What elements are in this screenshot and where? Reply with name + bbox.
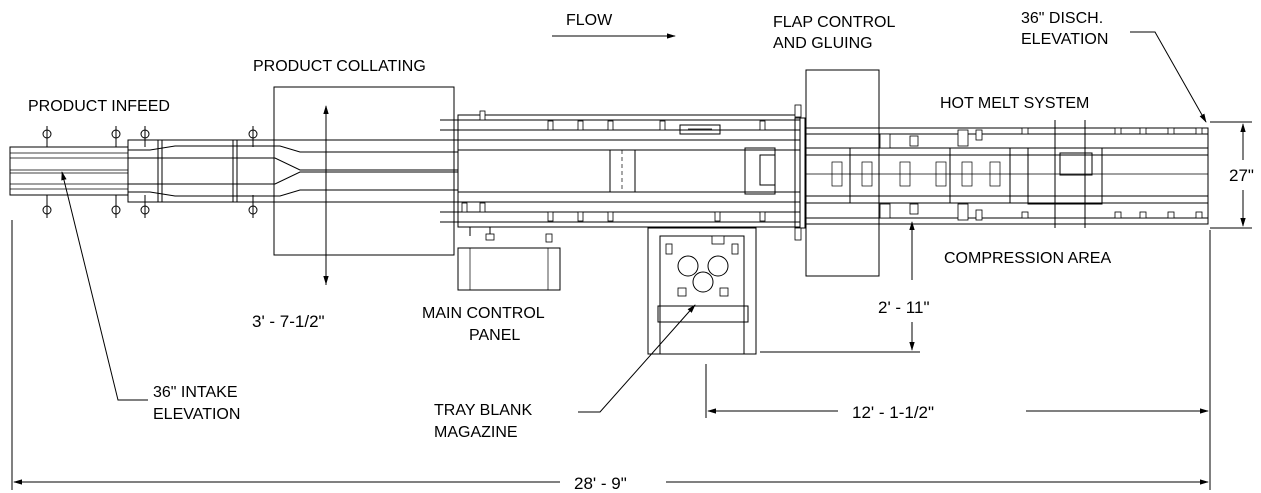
overall-length-dimension: 28' - 9" [574, 474, 627, 493]
product-infeed-label: PRODUCT INFEED [28, 98, 170, 115]
infeed-guide-posts [42, 126, 258, 218]
tray-blank-magazine-label: TRAY BLANK [434, 402, 532, 419]
discharge-leader-line [1130, 31, 1207, 123]
intake-elevation-label-2: ELEVATION [153, 406, 240, 423]
collating-width-dimension: 3' - 7-1/2" [252, 312, 325, 331]
compression-area-label: COMPRESSION AREA [944, 250, 1111, 267]
main-control-panel-label: MAIN CONTROL [422, 305, 545, 322]
frame-brackets [461, 110, 766, 243]
discharge-length-dimension: 12' - 1-1/2" [852, 403, 934, 422]
intake-leader-line [61, 171, 148, 401]
compression-section [805, 120, 1209, 228]
main-control-panel [457, 247, 561, 291]
flap-control-gluing-unit [794, 69, 880, 277]
intake-elevation-label: 36" INTAKE [153, 384, 238, 401]
hot-melt-label: HOT MELT SYSTEM [940, 95, 1089, 112]
width-27-dimension: 27" [1229, 166, 1254, 185]
main-conveyor-frame [440, 114, 801, 228]
product-collating-label: PRODUCT COLLATING [253, 58, 426, 75]
magazine-leader-line [578, 304, 696, 413]
infeed-conveyor [9, 146, 129, 196]
tray-blank-magazine-label-2: MAGAZINE [434, 424, 518, 441]
magazine-offset-dimension: 2' - 11" [878, 298, 930, 317]
collating-section [127, 86, 459, 256]
discharge-elevation-label: 36" DISCH. [1021, 10, 1103, 27]
discharge-elevation-label-2: ELEVATION [1021, 31, 1108, 48]
main-control-panel-label-2: PANEL [469, 327, 520, 344]
tray-blank-magazine [647, 227, 757, 355]
flow-label: FLOW [566, 12, 613, 29]
flap-control-label: FLAP CONTROL [773, 14, 896, 31]
flap-control-label-2: AND GLUING [773, 35, 873, 52]
compression-details [831, 127, 1203, 221]
